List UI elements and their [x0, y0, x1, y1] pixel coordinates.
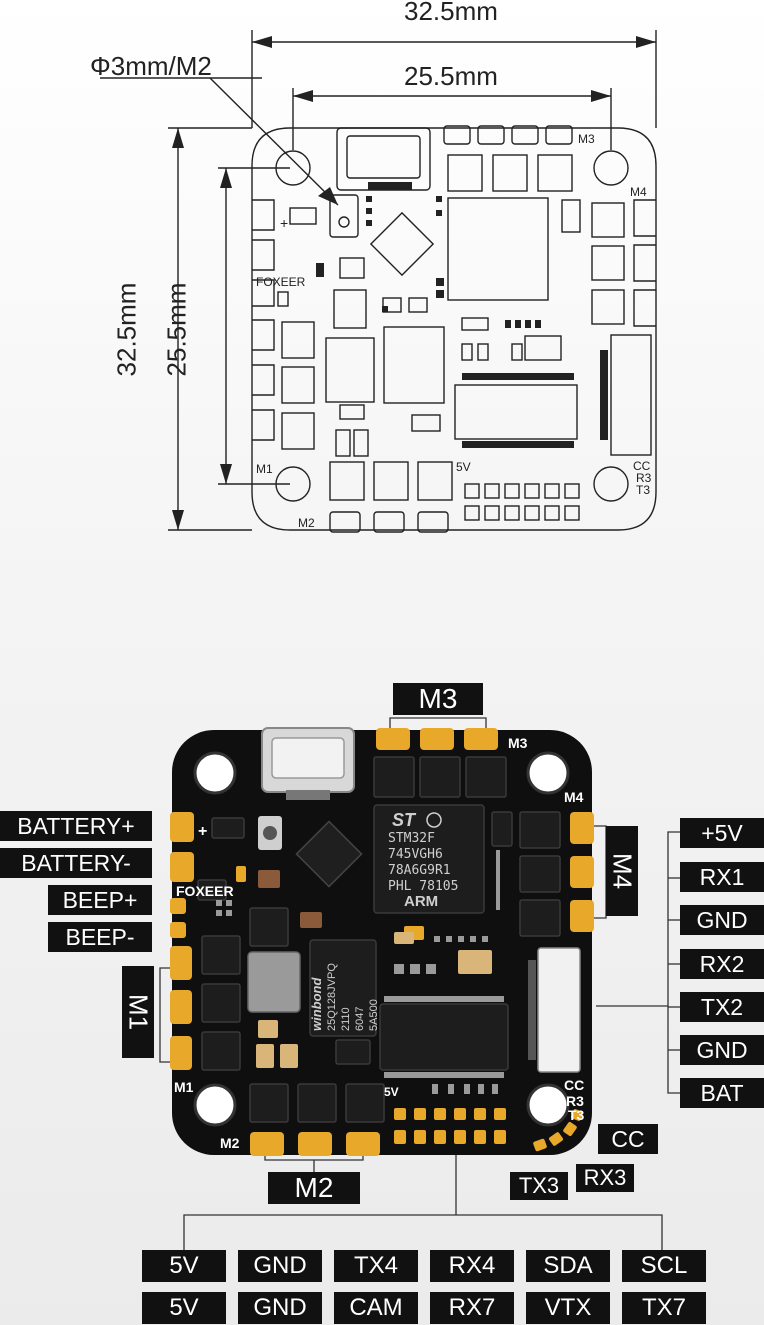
flash-line-2: 25Q128JVPQ — [326, 963, 338, 1031]
dim-left-height: 32.5mm — [111, 282, 142, 377]
callout-m4: M4 — [606, 826, 638, 916]
photo-mount-hole — [526, 1083, 570, 1127]
photo-mount-hole — [193, 751, 237, 795]
mount-hole — [593, 150, 629, 186]
photo-mount-hole — [526, 751, 570, 795]
callout-cc: CC — [598, 1124, 658, 1154]
pin-row2-gnd: GND — [238, 1292, 322, 1324]
callout-tx3: TX3 — [510, 1172, 568, 1200]
photo-m4: M4 — [564, 789, 584, 805]
mcu-line-3: 78A6G9R1 — [388, 863, 451, 878]
flash-chip — [309, 939, 377, 1037]
outline-cc: CC — [633, 459, 651, 473]
flash-line-4: 6047 — [354, 1007, 366, 1031]
mount-hole — [275, 466, 311, 502]
outline-brand: FOXEER — [256, 275, 306, 289]
outline-r3: R3 — [636, 471, 652, 485]
callout-battery-minus: BATTERY- — [0, 848, 152, 878]
photo-m3: M3 — [508, 735, 528, 751]
board-outline — [251, 127, 657, 531]
outline-m2: M2 — [298, 516, 315, 530]
callout-beep-minus: BEEP- — [48, 922, 152, 952]
callout-m1: M1 — [122, 966, 154, 1058]
photo-mount-hole — [193, 1083, 237, 1127]
photo-cc: CC — [564, 1077, 584, 1093]
board-body — [172, 730, 592, 1155]
callout-right-bat: BAT — [680, 1078, 764, 1108]
inductor — [247, 951, 301, 1013]
photo-r3: R3 — [566, 1093, 584, 1109]
pin-row2-5v: 5V — [142, 1292, 226, 1324]
pin-row1-scl: SCL — [622, 1250, 706, 1282]
callout-m2: M2 — [268, 1172, 360, 1204]
mcu-chip — [373, 804, 485, 914]
flash-line-3: 2110 — [340, 1007, 352, 1031]
pin-row1-5v: 5V — [142, 1250, 226, 1282]
outline-m3: M3 — [578, 132, 595, 146]
pin-row1-sda: SDA — [526, 1250, 610, 1282]
mcu-line-1: STM32F — [388, 831, 435, 846]
pin-row1-rx4: RX4 — [430, 1250, 514, 1282]
outline-5v: 5V — [456, 460, 471, 474]
photo-board-brand: FOXEER — [176, 883, 234, 899]
callout-beep-plus: BEEP+ — [48, 885, 152, 915]
pin-row1-tx4: TX4 — [334, 1250, 418, 1282]
pin-row2-cam: CAM — [334, 1292, 418, 1324]
mcu-line-2: 745VGH6 — [388, 847, 443, 862]
flash-line-5: 5A500 — [368, 999, 380, 1031]
pin-row2-tx7: TX7 — [622, 1292, 706, 1324]
jst-connector — [537, 947, 581, 1073]
dim-hole-spacing-v: 25.5mm — [161, 282, 192, 377]
callout-right-5v: +5V — [680, 818, 764, 848]
usb-port — [261, 727, 355, 793]
photo-plus: + — [198, 823, 207, 840]
photo-m1: M1 — [174, 1079, 194, 1095]
pin-row2-rx7: RX7 — [430, 1292, 514, 1324]
outline-t3: T3 — [636, 483, 650, 497]
flash-line-1: winbond — [309, 977, 324, 1031]
dim-mount-hole: Φ3mm/M2 — [90, 51, 212, 81]
mount-hole — [275, 150, 311, 186]
callout-right-gnd-2: GND — [680, 1035, 764, 1065]
dim-top-width: 32.5mm — [404, 0, 498, 26]
photo-t3: T3 — [568, 1107, 585, 1123]
callout-right-gnd-1: GND — [680, 905, 764, 935]
pin-row2-vtx: VTX — [526, 1292, 610, 1324]
callout-battery-plus: BATTERY+ — [0, 811, 152, 841]
mcu-line-4: PHL 78105 — [388, 879, 458, 894]
callout-right-tx2: TX2 — [680, 992, 764, 1022]
pin-row1-gnd: GND — [238, 1250, 322, 1282]
callout-right-rx1: RX1 — [680, 862, 764, 892]
photo-m2: M2 — [220, 1135, 240, 1151]
callout-right-rx2: RX2 — [680, 949, 764, 979]
e3-icon — [426, 812, 442, 828]
callout-rx3: RX3 — [576, 1164, 634, 1192]
outline-m1: M1 — [256, 462, 273, 476]
dim-hole-spacing-h: 25.5mm — [404, 61, 498, 91]
callout-m3: M3 — [393, 683, 483, 715]
outline-m4: M4 — [630, 185, 647, 199]
outline-drawing: FOXEER M1 M2 M3 M4 5V CC R3 T3 + — [100, 30, 657, 533]
mcu-line-5: ARM — [404, 893, 438, 910]
st-logo: ST — [392, 810, 417, 830]
outline-plus: + — [280, 215, 288, 231]
photo-5v: 5V — [384, 1085, 399, 1099]
mount-hole — [593, 466, 629, 502]
mcu-outline — [447, 197, 549, 301]
